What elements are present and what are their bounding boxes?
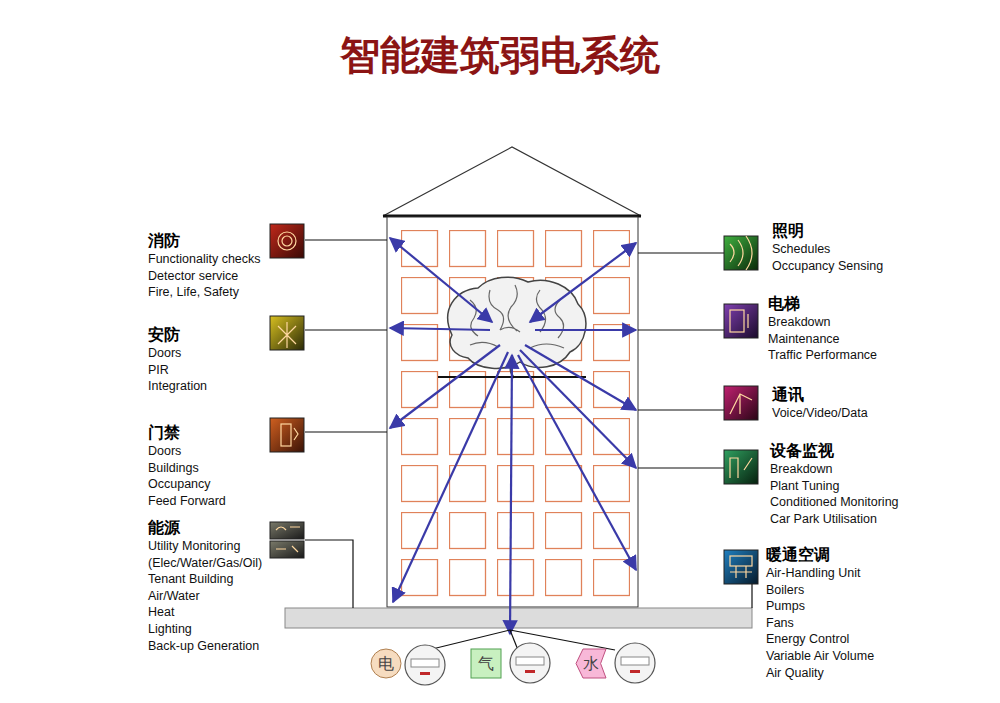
group-heading: 能源 — [148, 518, 262, 538]
group-heading: 电梯 — [768, 294, 877, 314]
system-group: 安防DoorsPIRIntegration — [148, 325, 207, 395]
title: 智能建筑弱电系统 — [0, 28, 1000, 83]
group-heading: 水 — [575, 648, 607, 679]
system-group: 能源Utility Monitoring(Elec/Water/Gas/Oil)… — [148, 518, 262, 654]
group-item: Utility Monitoring — [148, 538, 262, 555]
group-item: Conditioned Monitoring — [770, 494, 899, 511]
group-heading: 消防 — [148, 231, 261, 251]
group-item: Variable Air Volume — [766, 648, 874, 665]
group-item: Air/Water — [148, 588, 262, 605]
meter-outline — [576, 649, 606, 678]
meter-label: 水 — [575, 648, 607, 679]
group-item: Air-Handling Unit — [766, 565, 874, 582]
group-item: Integration — [148, 378, 207, 395]
group-item: Plant Tuning — [770, 478, 899, 495]
system-group: 消防Functionality checksDetector serviceFi… — [148, 231, 261, 301]
group-heading: 电 — [370, 648, 402, 679]
group-item: Buildings — [148, 460, 226, 477]
group-item: Air Quality — [766, 665, 874, 682]
group-item: Schedules — [772, 241, 883, 258]
group-item: Occupancy — [148, 476, 226, 493]
group-item: Breakdown — [768, 314, 877, 331]
meter-label: 气 — [470, 648, 502, 679]
group-item: Back-up Generation — [148, 638, 262, 655]
meter-outline — [371, 649, 401, 678]
group-item: Fans — [766, 615, 874, 632]
system-group: 通讯Voice/Video/Data — [772, 385, 868, 422]
system-group: 电梯BreakdownMaintenanceTraffic Performanc… — [768, 294, 877, 364]
group-item: Lighting — [148, 621, 262, 638]
group-heading: 安防 — [148, 325, 207, 345]
system-group: 设备监视BreakdownPlant TuningConditioned Mon… — [770, 441, 899, 527]
group-item: Tenant Building — [148, 571, 262, 588]
system-group: 照明SchedulesOccupancy Sensing — [772, 221, 883, 274]
group-item: Detector service — [148, 268, 261, 285]
group-item: Maintenance — [768, 331, 877, 348]
group-item: Occupancy Sensing — [772, 258, 883, 275]
group-item: Heat — [148, 604, 262, 621]
system-group: 门禁DoorsBuildingsOccupancyFeed Forward — [148, 423, 226, 509]
group-item: Feed Forward — [148, 493, 226, 510]
group-heading: 设备监视 — [770, 441, 899, 461]
group-heading: 暖通空调 — [766, 545, 874, 565]
meter-outline — [471, 649, 501, 678]
group-item: (Elec/Water/Gas/Oil) — [148, 555, 262, 572]
group-item: PIR — [148, 362, 207, 379]
system-group: 暖通空调Air-Handling UnitBoilersPumpsFansEne… — [766, 545, 874, 681]
group-item: Traffic Performance — [768, 347, 877, 364]
group-item: Pumps — [766, 598, 874, 615]
group-item: Doors — [148, 345, 207, 362]
group-heading: 门禁 — [148, 423, 226, 443]
group-item: Boilers — [766, 582, 874, 599]
group-heading: 气 — [470, 648, 502, 679]
meter-label: 电 — [370, 648, 402, 679]
group-item: Voice/Video/Data — [772, 405, 868, 422]
group-heading: 照明 — [772, 221, 883, 241]
group-item: Breakdown — [770, 461, 899, 478]
group-heading: 通讯 — [772, 385, 868, 405]
group-item: Doors — [148, 443, 226, 460]
group-item: Energy Control — [766, 631, 874, 648]
group-item: Fire, Life, Safety — [148, 284, 261, 301]
group-item: Car Park Utilisation — [770, 511, 899, 528]
group-item: Functionality checks — [148, 251, 261, 268]
